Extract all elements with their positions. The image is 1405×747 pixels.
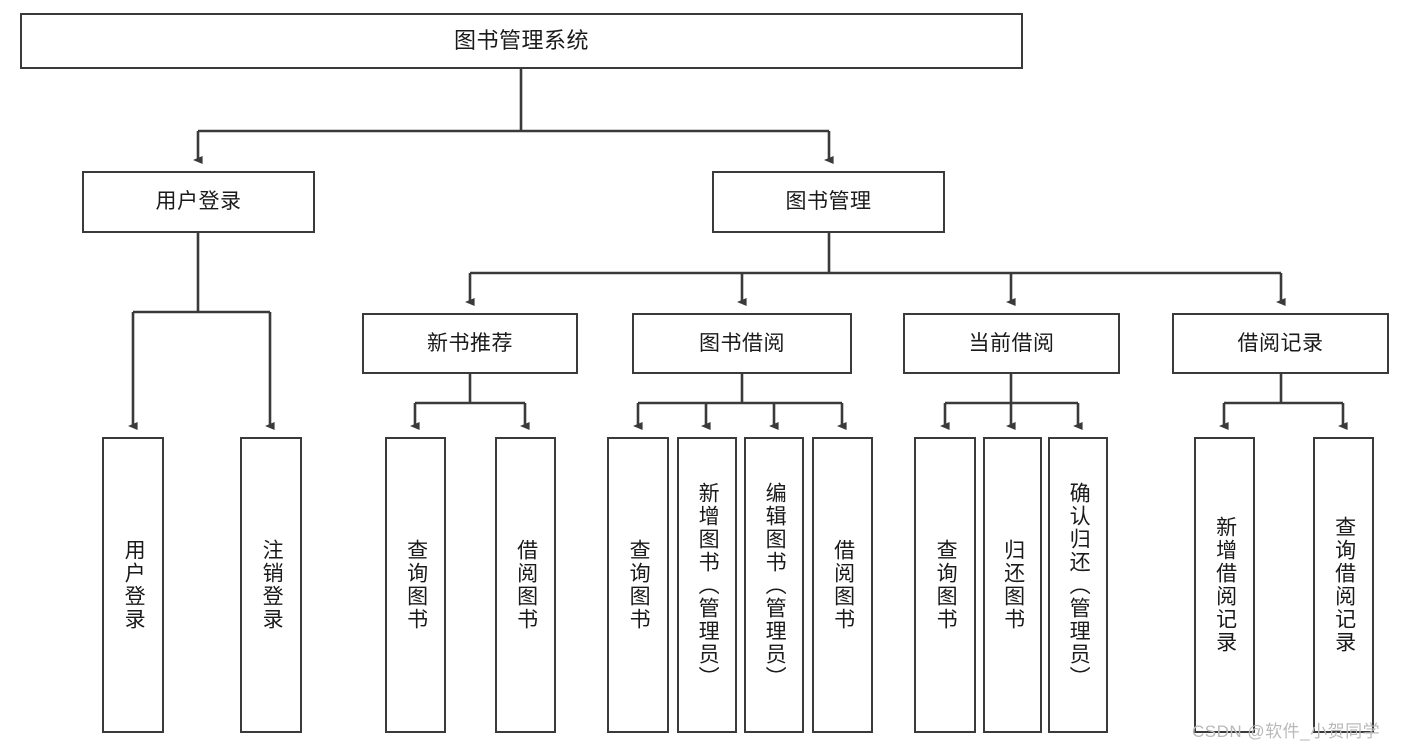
node-label: 查询图书 — [404, 539, 428, 631]
node-leaf-query-book-borrow[interactable]: 查询图书 — [607, 437, 669, 733]
node-leaf-return-book[interactable]: 归还图书 — [983, 437, 1042, 733]
node-label: 注销登录 — [260, 539, 284, 631]
node-leaf-logout-login[interactable]: 注销登录 — [240, 437, 302, 733]
node-current-borrow[interactable]: 当前借阅 — [903, 313, 1120, 374]
node-label: 图书管理 — [785, 190, 872, 214]
node-label: 新增借阅记录 — [1213, 516, 1237, 654]
node-label: 查询图书 — [934, 539, 958, 631]
node-label: 图书管理系统 — [453, 27, 589, 53]
node-label: 图书借阅 — [699, 331, 785, 355]
node-label: 当前借阅 — [968, 331, 1055, 355]
node-leaf-confirm-return[interactable]: 确认归还（管理员） — [1048, 437, 1108, 733]
node-leaf-borrow-book[interactable]: 借阅图书 — [812, 437, 873, 733]
node-new-book-recommend[interactable]: 新书推荐 — [362, 313, 578, 374]
node-borrow-record[interactable]: 借阅记录 — [1172, 313, 1389, 374]
node-label: 用户登录 — [122, 539, 146, 631]
node-leaf-query-borrow-record[interactable]: 查询借阅记录 — [1313, 437, 1374, 733]
node-label: 编辑图书（管理员） — [763, 481, 787, 689]
node-book-management-system[interactable]: 图书管理系统 — [20, 13, 1023, 69]
node-leaf-borrow-book-recommend[interactable]: 借阅图书 — [495, 437, 556, 733]
node-leaf-add-borrow-record[interactable]: 新增借阅记录 — [1194, 437, 1255, 733]
node-leaf-query-book-current[interactable]: 查询图书 — [914, 437, 976, 733]
node-label: 新增图书（管理员） — [696, 481, 720, 689]
node-label: 用户登录 — [155, 190, 242, 214]
node-user-login[interactable]: 用户登录 — [82, 171, 315, 233]
node-leaf-add-book[interactable]: 新增图书（管理员） — [677, 437, 737, 733]
node-book-borrow[interactable]: 图书借阅 — [632, 313, 852, 374]
node-label: 借阅图书 — [831, 539, 855, 631]
node-label: 确认归还（管理员） — [1067, 481, 1091, 689]
node-leaf-query-book-recommend[interactable]: 查询图书 — [385, 437, 446, 733]
node-leaf-edit-book[interactable]: 编辑图书（管理员） — [744, 437, 804, 733]
node-leaf-user-login[interactable]: 用户登录 — [102, 437, 164, 733]
node-label: 借阅记录 — [1237, 331, 1324, 355]
node-label: 查询图书 — [627, 539, 651, 631]
node-label: 借阅图书 — [514, 539, 538, 631]
node-label: 归还图书 — [1001, 539, 1025, 631]
node-label: 新书推荐 — [427, 331, 513, 355]
node-book-management[interactable]: 图书管理 — [712, 171, 945, 233]
node-label: 查询借阅记录 — [1332, 516, 1356, 654]
